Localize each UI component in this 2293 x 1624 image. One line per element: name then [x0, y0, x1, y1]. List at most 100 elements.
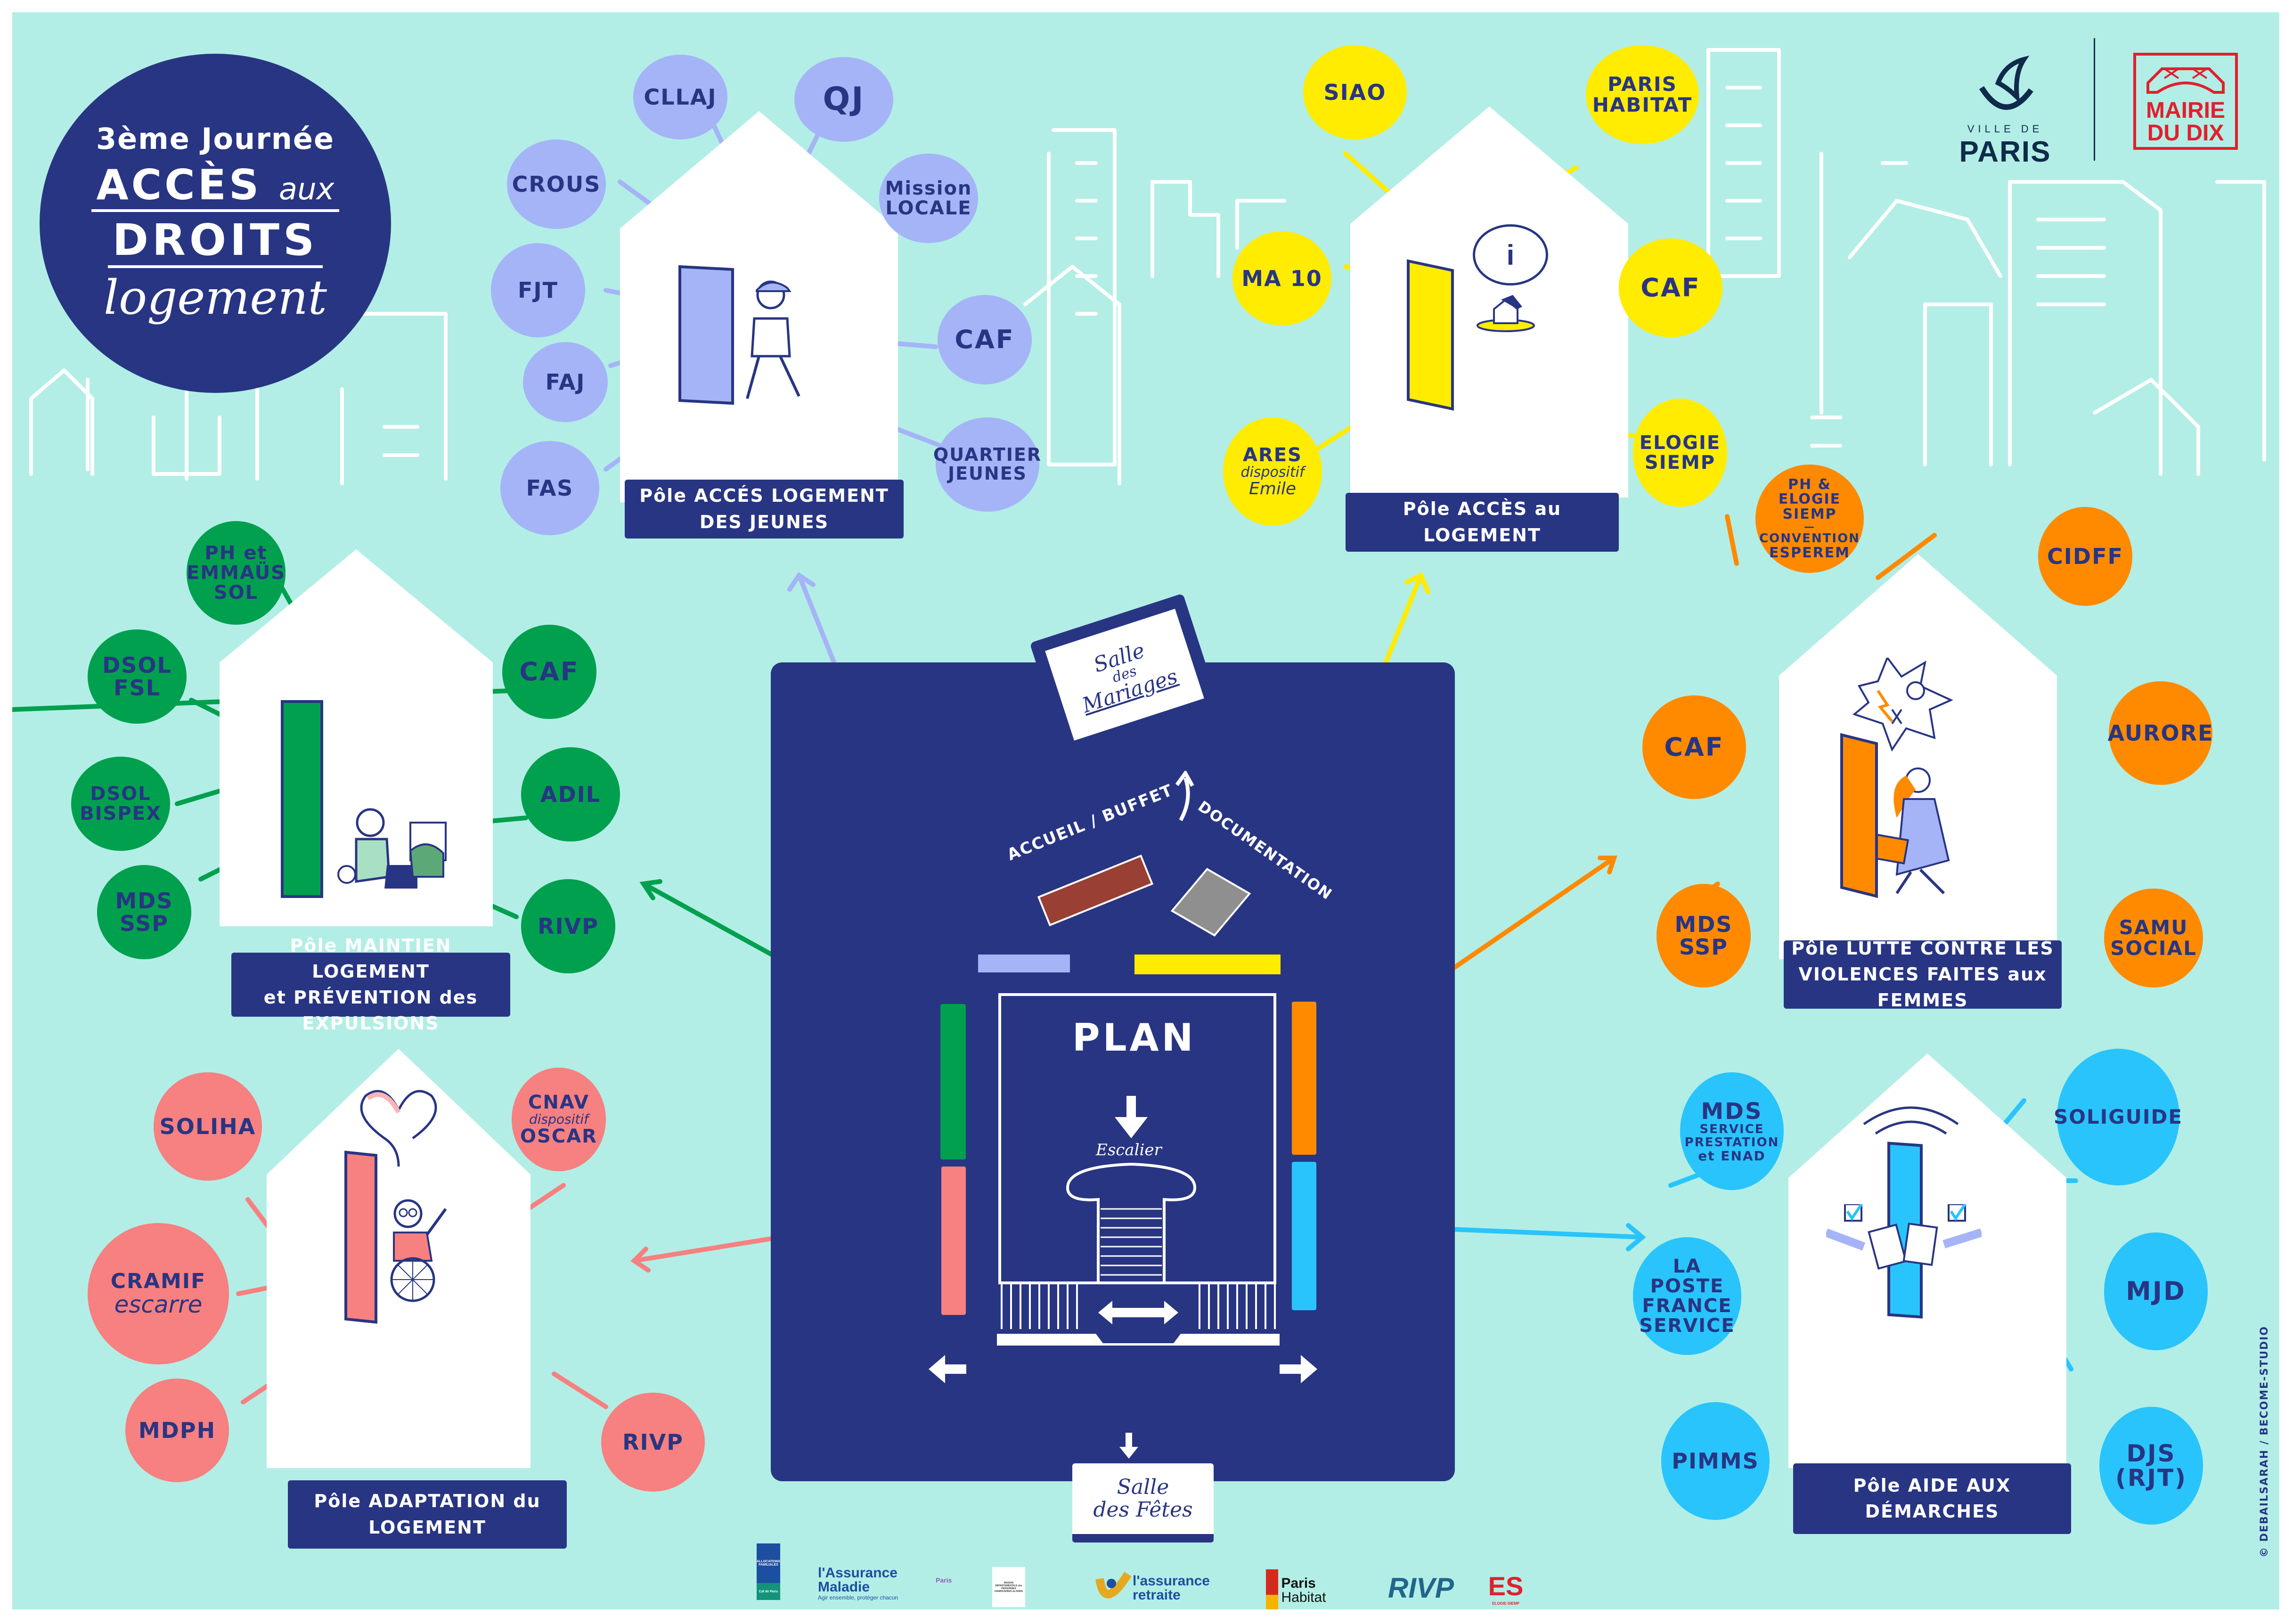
- pole-label-maintien: Pôle MAINTIEN LOGEMENT et PRÉVENTION des…: [231, 935, 510, 1034]
- bubble-siao[interactable]: SIAO: [1303, 45, 1407, 139]
- bubble-faj[interactable]: FAJ: [523, 342, 608, 422]
- bubble-caf-violences[interactable]: CAF: [1642, 695, 1746, 799]
- bubble-text: SERVICE: [1639, 1315, 1735, 1337]
- bubble-text: MDPH: [138, 1417, 216, 1443]
- bubble-text: MA 10: [1241, 265, 1322, 291]
- bubble-text: AURORE: [2107, 720, 2214, 746]
- stand-violences: [1292, 1002, 1316, 1155]
- logo-divider: [2094, 38, 2095, 161]
- title-logement: logement: [104, 270, 327, 325]
- young-person-illustration-icon: [743, 276, 800, 399]
- bubble-text: CIDFF: [2047, 543, 2123, 569]
- bubble-text: CROUS: [512, 171, 601, 197]
- bubble-text: LOCALE: [885, 197, 972, 219]
- bubble-text: RIVP: [622, 1429, 684, 1455]
- bubble-pimms[interactable]: PIMMS: [1661, 1402, 1770, 1520]
- bubble-rivp-maintien[interactable]: RIVP: [521, 879, 615, 973]
- house-on-tray-icon: [1473, 290, 1539, 333]
- bubble-ma10[interactable]: MA 10: [1232, 231, 1331, 326]
- bubble-mdph[interactable]: MDPH: [125, 1379, 229, 1482]
- bubble-text: CRAMIF: [110, 1269, 206, 1293]
- sitting-person-illustration-icon: [337, 794, 455, 903]
- wheelchair-person-illustration-icon: [384, 1190, 469, 1303]
- logo-caf-paris: ALLOCATIONS FAMILIALES Caf de Paris: [757, 1543, 780, 1600]
- bubble-caf-acces[interactable]: CAF: [1619, 238, 1722, 337]
- bubble-text: dispositif: [1240, 464, 1305, 481]
- pole-label-line: LOGEMENT: [368, 1517, 486, 1538]
- mairie-du-dix-logo: MAIRIE DU DIX: [2133, 53, 2238, 150]
- sign-text: Salle: [1117, 1475, 1169, 1499]
- info-speech-bubble-icon: i: [1473, 224, 1548, 286]
- logo-assurance-retraite: l'assurance retraite: [1082, 1562, 1223, 1609]
- logo-rivp: RIVP: [1388, 1572, 1454, 1604]
- pole-label-line: DES JEUNES: [699, 511, 829, 532]
- bubble-text: DJS: [2126, 1439, 2176, 1467]
- bubble-text: FAJ: [545, 369, 586, 395]
- woman-leaving-illustration-icon: [1870, 766, 1972, 898]
- bubble-soliguide[interactable]: SOLIGUIDE: [2054, 1049, 2182, 1185]
- logo-assurance-maladie: l'Assurance Maladie Agir ensemble, proté…: [818, 1562, 936, 1605]
- bubble-text: FJT: [518, 277, 558, 303]
- pole-label-line: Pôle ACCÈS au LOGEMENT: [1403, 498, 1562, 546]
- house-violences: [1779, 554, 2057, 959]
- pole-label-line: Pôle AIDE AUX DÉMARCHES: [1853, 1475, 2011, 1522]
- bubble-text: ELOGIE: [1639, 432, 1721, 454]
- bubble-text: MDS: [115, 888, 173, 914]
- bubble-aurore[interactable]: AURORE: [2107, 681, 2214, 785]
- bubble-fjt[interactable]: FJT: [491, 243, 585, 337]
- bubble-mjd[interactable]: MJD: [2104, 1232, 2208, 1350]
- door-acces-icon: [1407, 259, 1454, 411]
- bubble-text: PIMMS: [1672, 1448, 1759, 1474]
- logo-assurance-maladie-city: Paris: [936, 1576, 952, 1584]
- up-curved-arrow-icon: [1171, 769, 1200, 823]
- bubble-qj[interactable]: QJ: [794, 57, 893, 142]
- door-maintien-icon: [281, 700, 323, 898]
- bubble-adil[interactable]: ADIL: [521, 747, 620, 841]
- pole-label-adaptation: Pôle ADAPTATION du LOGEMENT: [288, 1480, 567, 1549]
- bubble-text: escarre: [114, 1290, 203, 1318]
- pole-label-line: Pôle LUTTE CONTRE LES: [1791, 938, 2054, 959]
- bubble-text: FRANCE: [1642, 1295, 1732, 1317]
- bubble-rivp-adaptation[interactable]: RIVP: [601, 1393, 705, 1492]
- bubble-text: SOLIHA: [159, 1113, 256, 1139]
- title-droits: DROITS: [107, 215, 323, 268]
- bubble-caf-maintien[interactable]: CAF: [502, 625, 596, 719]
- logo-elogie-siemp: ES ELOGIE-SIEMP: [1487, 1562, 1525, 1609]
- pole-label-line: et PRÉVENTION des EXPULSIONS: [263, 987, 478, 1034]
- bubble-crous[interactable]: CROUS: [507, 139, 606, 229]
- documents-exchange-icon: [1824, 1203, 1983, 1270]
- bubble-cidff[interactable]: CIDFF: [2038, 507, 2132, 606]
- bubble-fas[interactable]: FAS: [500, 441, 599, 535]
- staircase-icon: [1063, 1162, 1200, 1284]
- du-dix-label: DU DIX: [2147, 121, 2224, 146]
- bubble-caf-jeunes[interactable]: CAF: [938, 295, 1032, 384]
- bubble-djs-rjt[interactable]: DJS(RJT): [2099, 1407, 2203, 1525]
- door-adaptation-icon: [344, 1151, 377, 1324]
- bubble-text: —: [1804, 521, 1815, 533]
- bubble-text: CAF: [955, 324, 1015, 354]
- bubble-text: CAF: [519, 656, 579, 686]
- bubble-cllaj[interactable]: CLLAJ: [633, 55, 727, 139]
- bubble-soliha[interactable]: SOLIHA: [154, 1072, 262, 1181]
- salle-des-fetes-sign[interactable]: Salle des Fêtes: [1072, 1463, 1214, 1542]
- bubble-text: SERVICE: [1699, 1122, 1764, 1137]
- pole-label-violences: Pôle LUTTE CONTRE LES VIOLENCES FAITES a…: [1784, 938, 2062, 1011]
- stand-jeunes: [978, 955, 1070, 972]
- plan-title: PLAN: [1072, 1016, 1196, 1060]
